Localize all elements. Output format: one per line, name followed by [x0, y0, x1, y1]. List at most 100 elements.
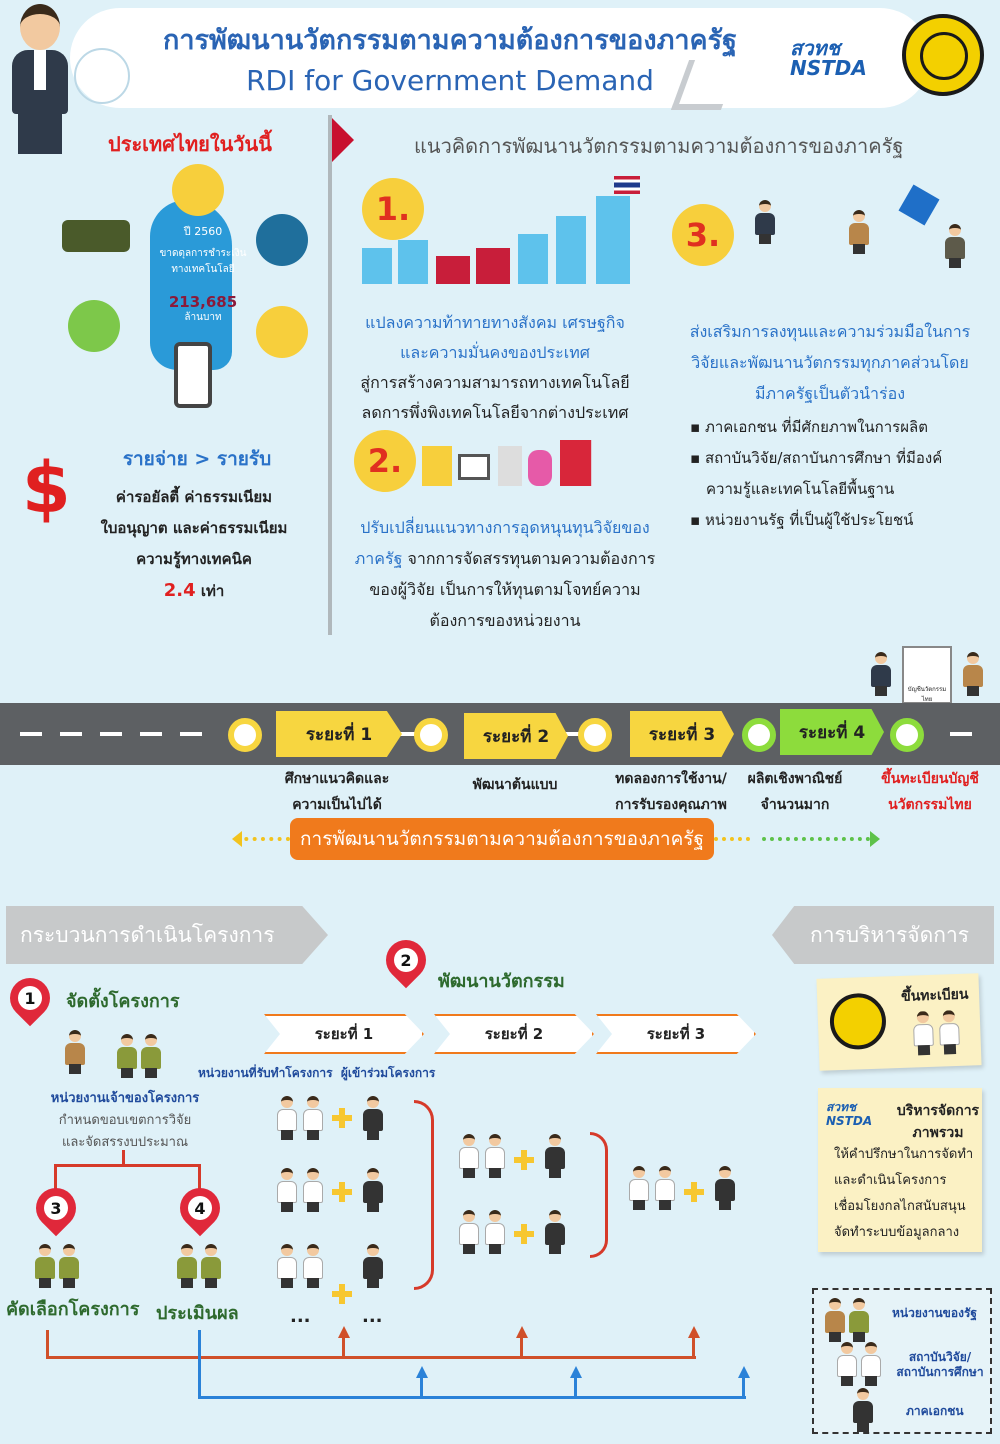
roadmap-banner: การพัฒนานวัตกรรมตามความต้องการของภาครัฐ [290, 818, 714, 860]
page-title-th: การพัฒนานวัตกรรมตามความต้องการของภาครัฐ [162, 25, 737, 56]
phase-tag-3: ระยะที่ 3 [596, 1014, 756, 1054]
concept-1-number: 1. [362, 178, 424, 240]
team-row [458, 1134, 578, 1182]
step-1-label: จัดตั้งโครงการ [66, 991, 180, 1012]
flow-line-blue [420, 1376, 423, 1398]
dotted-arrow-left-head [232, 831, 242, 847]
stage-final: ขึ้นทะเบียนบัญชีนวัตกรรมไทย [881, 771, 979, 813]
stage-desc-1: ศึกษาแนวคิดและความเป็นไปได้ [284, 771, 390, 813]
concept-2-text: ปรับเปลี่ยนแนวทางการอุดหนุนทุนวิจัยของ ภ… [354, 518, 656, 630]
mobile-hand-icon [174, 342, 212, 408]
flow-line-red [520, 1336, 523, 1358]
roadmap-node [890, 718, 924, 752]
flow-line-blue [742, 1376, 745, 1398]
stage-tag-2: ระยะที่ 2 [464, 713, 568, 759]
legend-private: ภาคเอกชน [906, 1404, 964, 1418]
management-title-tab: การบริหารจัดการ [772, 906, 994, 964]
flow-line-blue [198, 1396, 746, 1399]
flow-line-blue [198, 1330, 201, 1398]
arrow-up-blue [738, 1366, 750, 1378]
presenters-illustration: บัญชีนวัตกรรมไทย [862, 640, 994, 716]
ellipsis-2: ... [362, 1306, 383, 1327]
flow-line-red [46, 1356, 696, 1359]
concept-2-number: 2. [354, 430, 416, 492]
overall-management-note: สวทช NSTDA บริหารจัดการ ภาพรวม ให้คำปรึก… [818, 1088, 982, 1252]
atom-icon [74, 48, 130, 104]
team-row [276, 1096, 396, 1144]
connector [54, 1164, 200, 1167]
roadmap-node [578, 718, 612, 752]
team-row [276, 1168, 396, 1216]
collaboration-icon [744, 180, 980, 290]
deficit-box: ปี 2560 ขาดดุลการชำระเงิน ทางเทคโนโลยี 2… [159, 225, 247, 323]
connector [198, 1164, 201, 1190]
connector [122, 1150, 125, 1166]
brace-1 [414, 1100, 434, 1290]
legend-box: หน่วยงานของรัฐ สถาบันวิจัย/ สถาบันการศึก… [812, 1288, 992, 1434]
robot-arm-icon [256, 214, 308, 266]
stage-tag-3: ระยะที่ 3 [630, 711, 734, 757]
step-4-label: ประเมินผล [156, 1303, 239, 1324]
roadmap-road: ระยะที่ 1 ระยะที่ 2 ระยะที่ 3 ระยะที่ 4 [0, 703, 1000, 765]
concept-3-number: 3. [672, 204, 734, 266]
today-title: ประเทศไทยในวันนี้ [108, 132, 272, 156]
dotted-arrow-left [236, 837, 290, 841]
arrow-up-red [338, 1326, 350, 1338]
register-note: ขึ้นทะเบียน [816, 973, 982, 1071]
concept-1-dark: สู่การสร้างความสามารถทางเทคโนโลยี ลดการพ… [360, 373, 630, 422]
brace-2 [590, 1132, 608, 1258]
roadmap-node [742, 718, 776, 752]
selection-illustration [34, 1244, 84, 1288]
stage-desc-3: ทดลองการใช้งาน/การรับรองคุณภาพ [615, 771, 727, 813]
tank-icon [62, 220, 130, 252]
phase-tag-2: ระยะที่ 2 [434, 1014, 594, 1054]
stage-tag-1: ระยะที่ 1 [276, 711, 402, 757]
stage-tag-4: ระยะที่ 4 [780, 709, 884, 755]
dollar-icon: $ [22, 447, 71, 529]
flow-line-red [46, 1330, 49, 1358]
flow-line-blue [574, 1376, 577, 1398]
stage-desc-2: พัฒนาต้นแบบ [472, 777, 558, 793]
phase-tag-1: ระยะที่ 1 [264, 1014, 424, 1054]
dotted-arrow-right [714, 837, 750, 841]
dotted-arrow-green [762, 837, 870, 841]
bullet-item: ▪ หน่วยงานรัฐ ที่เป็นผู้ใช้ประโยชน์ [690, 511, 914, 529]
step-2-pin: 2 [377, 931, 435, 989]
page-title-en: RDI for Government Demand [246, 64, 654, 97]
evaluation-illustration [176, 1244, 226, 1288]
bullet-item: ▪ ภาคเอกชน ที่มีศักยภาพในการผลิต [690, 418, 928, 436]
step-3-label: คัดเลือกโครงการ [6, 1299, 140, 1320]
step-4-pin: 4 [171, 1179, 229, 1237]
stage-desc-4: ผลิตเชิงพาณิชย์จำนวนมาก [747, 771, 843, 813]
expense-desc: ค่ารอยัลตี้ ค่าธรรมเนียม ใบอนุญาต และค่า… [100, 488, 288, 601]
mascot-man [6, 4, 72, 154]
growth-chart-icon [362, 176, 640, 284]
legend-institute: สถาบันวิจัย/ สถาบันการศึกษา [896, 1350, 984, 1379]
arrow-up-red [516, 1326, 528, 1338]
team-row [276, 1244, 396, 1304]
arrow-up-blue [570, 1366, 582, 1378]
dotted-arrow-green-head [870, 831, 880, 847]
project-owner-illustration [64, 1026, 164, 1086]
team-row [628, 1166, 748, 1214]
concept-title: แนวคิดการพัฒนานวัตกรรมตามความต้องการของภ… [414, 134, 904, 158]
team-row [458, 1210, 578, 1258]
roadmap-node [414, 718, 448, 752]
flow-line-red [342, 1336, 345, 1358]
nstda-logo: สวทช NSTDA [790, 36, 867, 80]
train-icon [172, 164, 224, 216]
step-1-pin: 1 [1, 969, 59, 1027]
flow-line-red [692, 1336, 695, 1358]
process-title-tab: กระบวนการดำเนินโครงการ [6, 906, 328, 964]
owner-text: หน่วยงานเจ้าของโครงการ กำหนดขอบเขตการวิจ… [50, 1091, 200, 1150]
expense-title: รายจ่าย > รายรับ [122, 448, 272, 470]
ellipsis-1: ... [290, 1306, 311, 1327]
concept-1-blue: แปลงความท้าทายทางสังคม เศรษฐกิจ และความม… [365, 313, 625, 362]
bullet-item: ▪ สถาบันวิจัย/สถาบันการศึกษา ที่มีองค์ [690, 449, 943, 467]
step-2-label: พัฒนานวัตกรรม [438, 971, 565, 992]
concept-3-bullets: ▪ ภาคเอกชน ที่มีศักยภาพในการผลิต ▪ สถาบั… [690, 412, 990, 536]
thailand-map [150, 200, 232, 370]
research-tools-icon [422, 436, 638, 492]
arrow-up-blue [416, 1366, 428, 1378]
university-seal-logo [902, 14, 984, 96]
